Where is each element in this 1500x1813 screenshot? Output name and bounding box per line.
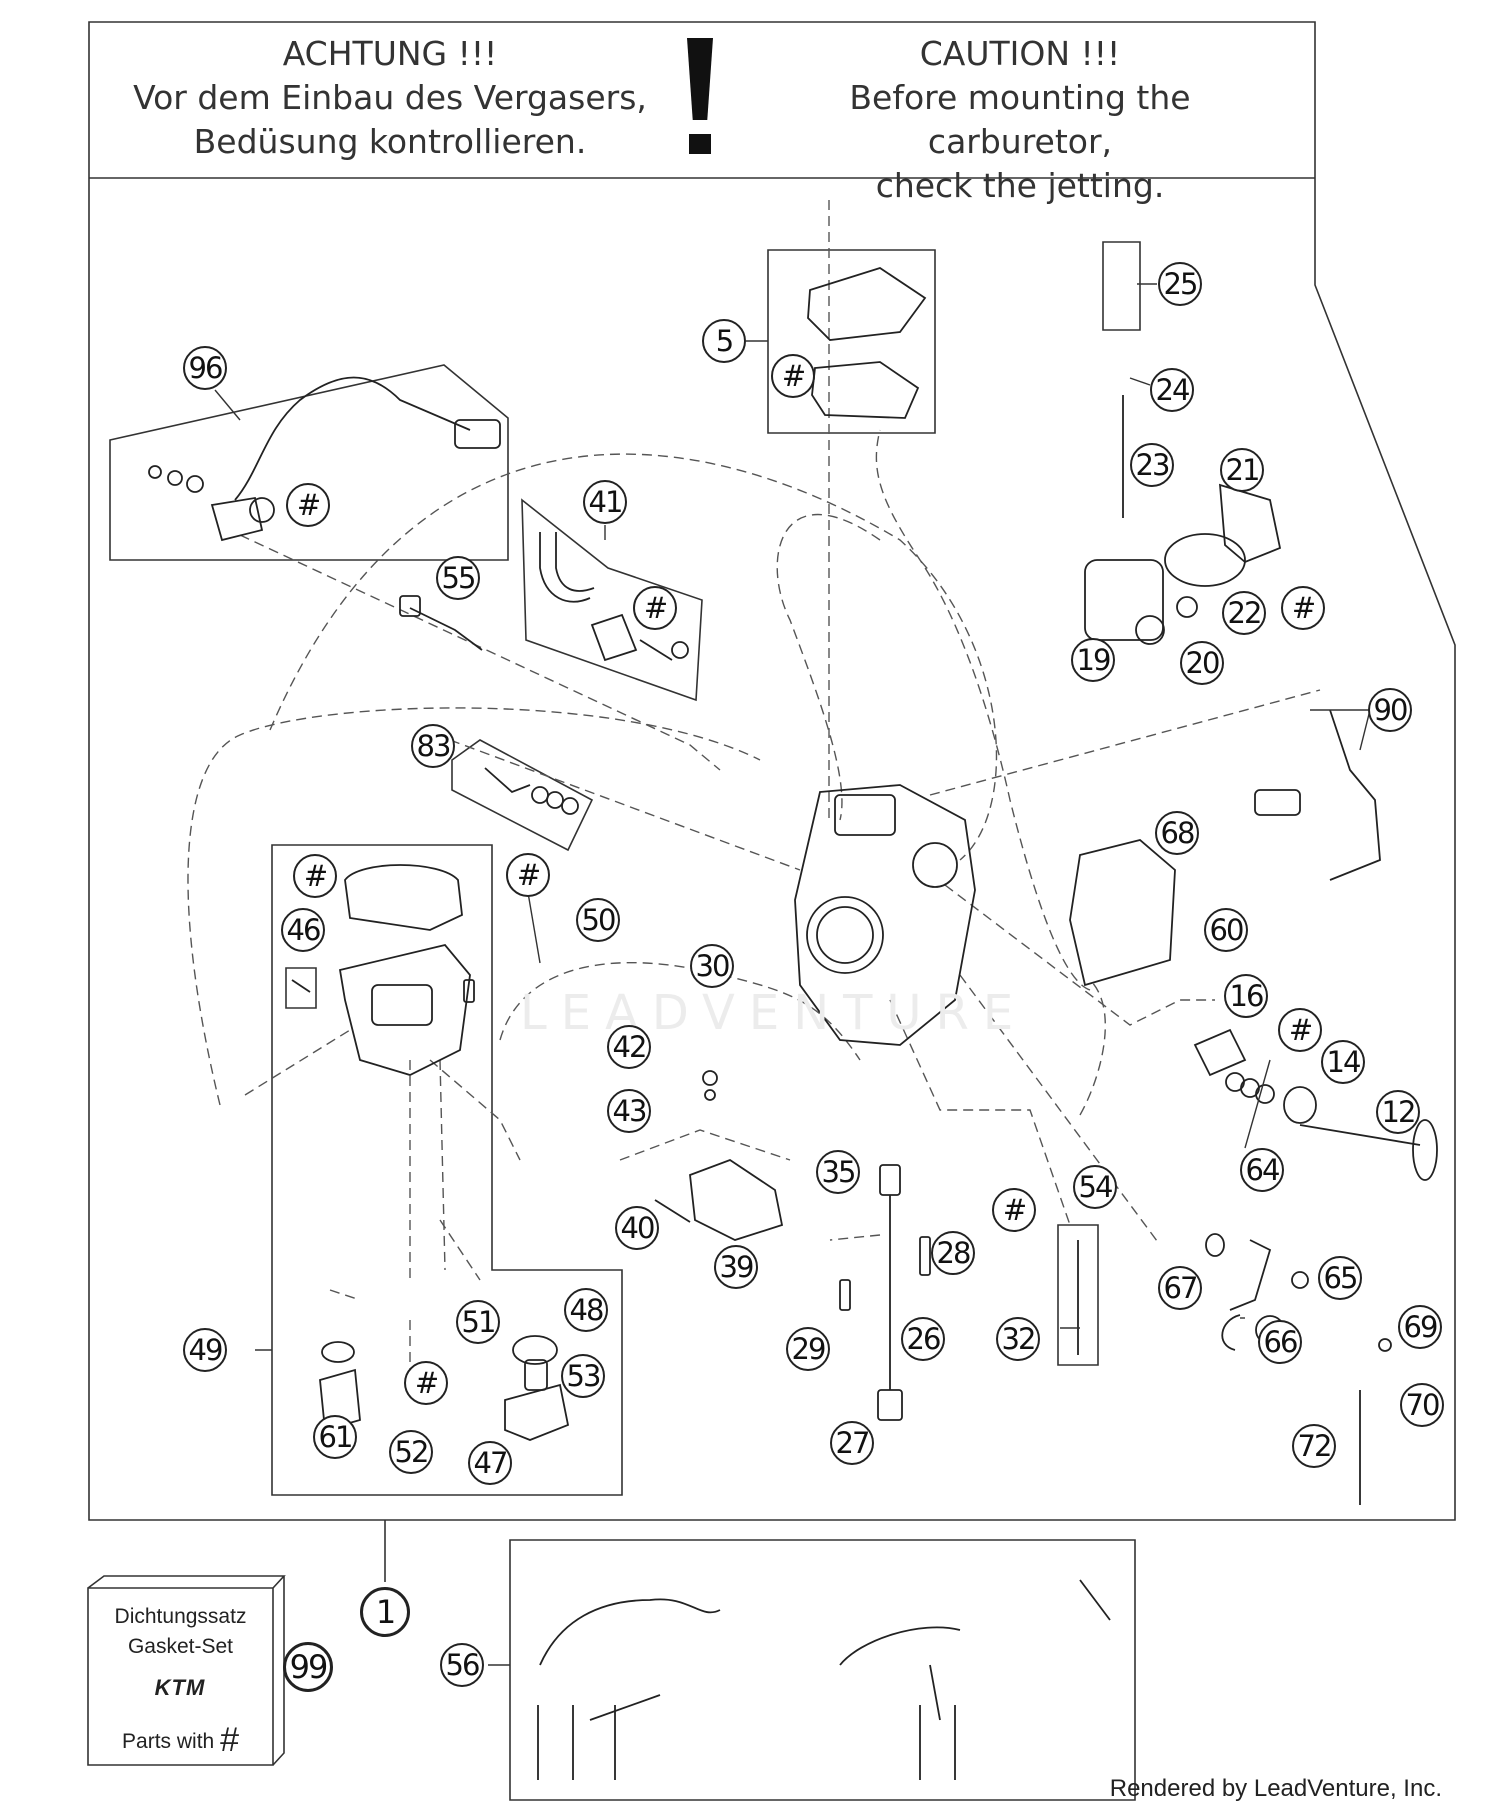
callout-56[interactable]: 56	[440, 1643, 484, 1687]
callout-24[interactable]: 24	[1150, 368, 1194, 412]
warning-english-line-1: Before mounting the carburetor,	[849, 78, 1191, 161]
gasket-set-line-en: Gasket-Set	[127, 1635, 234, 1658]
exclamation-icon	[683, 38, 719, 158]
callout-hash[interactable]: #	[293, 854, 337, 898]
callout-72[interactable]: 72	[1292, 1424, 1336, 1468]
callout-22[interactable]: 22	[1222, 591, 1266, 635]
callout-20[interactable]: 20	[1180, 641, 1224, 685]
hash-symbol: #	[220, 1721, 239, 1759]
warning-english: CAUTION !!! Before mounting the carburet…	[755, 32, 1285, 208]
callout-50[interactable]: 50	[576, 898, 620, 942]
callout-hash[interactable]: #	[633, 586, 677, 630]
callout-60[interactable]: 60	[1204, 908, 1248, 952]
callout-hash[interactable]: #	[771, 354, 815, 398]
callout-51[interactable]: 51	[456, 1300, 500, 1344]
credit-text: Rendered by LeadVenture, Inc.	[1109, 1775, 1442, 1802]
callout-14[interactable]: 14	[1321, 1040, 1365, 1084]
callout-5[interactable]: 5	[702, 319, 746, 363]
callout-48[interactable]: 48	[564, 1288, 608, 1332]
callout-hash[interactable]: #	[404, 1361, 448, 1405]
callout-46[interactable]: 46	[281, 908, 325, 952]
callout-hash[interactable]: #	[506, 853, 550, 897]
callout-19[interactable]: 19	[1071, 638, 1115, 682]
callout-65[interactable]: 65	[1318, 1256, 1362, 1300]
group-box-83	[451, 739, 594, 852]
warning-german-title: ACHTUNG !!!	[282, 34, 498, 73]
callout-68[interactable]: 68	[1155, 811, 1199, 855]
warning-english-line-2: check the jetting.	[875, 166, 1165, 205]
callout-99[interactable]: 99	[283, 1642, 333, 1692]
callout-61[interactable]: 61	[313, 1415, 357, 1459]
callout-hash[interactable]: #	[286, 483, 330, 527]
callout-55[interactable]: 55	[436, 556, 480, 600]
callout-70[interactable]: 70	[1400, 1383, 1444, 1427]
callout-40[interactable]: 40	[615, 1206, 659, 1250]
callout-52[interactable]: 52	[389, 1430, 433, 1474]
callout-32[interactable]: 32	[996, 1317, 1040, 1361]
gasket-set-label: Dichtungssatz Gasket-Set KTM Parts with …	[88, 1583, 273, 1763]
callout-23[interactable]: 23	[1130, 443, 1174, 487]
callout-1[interactable]: 1	[360, 1587, 410, 1637]
callout-54[interactable]: 54	[1073, 1165, 1117, 1209]
diagram-frame	[88, 21, 1456, 1521]
warning-english-title: CAUTION !!!	[919, 34, 1121, 73]
callout-16[interactable]: 16	[1224, 974, 1268, 1018]
callout-29[interactable]: 29	[786, 1327, 830, 1371]
callout-27[interactable]: 27	[830, 1421, 874, 1465]
group-box-96	[109, 364, 509, 561]
callout-53[interactable]: 53	[561, 1354, 605, 1398]
parts-with-text: Parts with	[122, 1730, 215, 1753]
warning-german-line-1: Vor dem Einbau des Vergasers,	[133, 78, 647, 117]
callout-69[interactable]: 69	[1398, 1305, 1442, 1349]
group-box-32	[1057, 1224, 1099, 1366]
callout-96[interactable]: 96	[183, 346, 227, 390]
callout-hash[interactable]: #	[1278, 1008, 1322, 1052]
callout-26[interactable]: 26	[901, 1317, 945, 1361]
gasket-set-line-de: Dichtungssatz	[114, 1605, 247, 1628]
gasket-set-box	[87, 1575, 286, 1766]
callout-39[interactable]: 39	[714, 1245, 758, 1289]
callout-64[interactable]: 64	[1240, 1148, 1284, 1192]
callout-83[interactable]: 83	[411, 724, 455, 768]
callout-21[interactable]: 21	[1220, 448, 1264, 492]
callout-hash[interactable]: #	[1281, 586, 1325, 630]
callout-25[interactable]: 25	[1158, 262, 1202, 306]
warning-german: ACHTUNG !!! Vor dem Einbau des Vergasers…	[120, 32, 660, 164]
callout-42[interactable]: 42	[607, 1025, 651, 1069]
callout-35[interactable]: 35	[816, 1150, 860, 1194]
group-box-49	[271, 844, 623, 1496]
group-box-41	[521, 498, 703, 702]
callout-30[interactable]: 30	[690, 944, 734, 988]
callout-28[interactable]: 28	[931, 1231, 975, 1275]
parts-with-label: Parts with #	[88, 1721, 273, 1760]
callout-43[interactable]: 43	[607, 1089, 651, 1133]
group-box-56	[509, 1539, 1136, 1801]
warning-german-line-2: Bedüsung kontrollieren.	[193, 122, 587, 161]
callout-12[interactable]: 12	[1376, 1090, 1420, 1134]
group-box-25	[1102, 241, 1141, 331]
group-box-5	[767, 249, 936, 434]
callout-90[interactable]: 90	[1368, 688, 1412, 732]
group-box-46	[285, 967, 317, 1009]
callout-hash[interactable]: #	[992, 1188, 1036, 1232]
callout-49[interactable]: 49	[183, 1328, 227, 1372]
callout-66[interactable]: 66	[1258, 1320, 1302, 1364]
ktm-logo: KTM	[154, 1675, 206, 1700]
callout-41[interactable]: 41	[583, 480, 627, 524]
watermark: LEADVENTURE	[520, 985, 1028, 1041]
callout-47[interactable]: 47	[468, 1441, 512, 1485]
callout-67[interactable]: 67	[1158, 1266, 1202, 1310]
